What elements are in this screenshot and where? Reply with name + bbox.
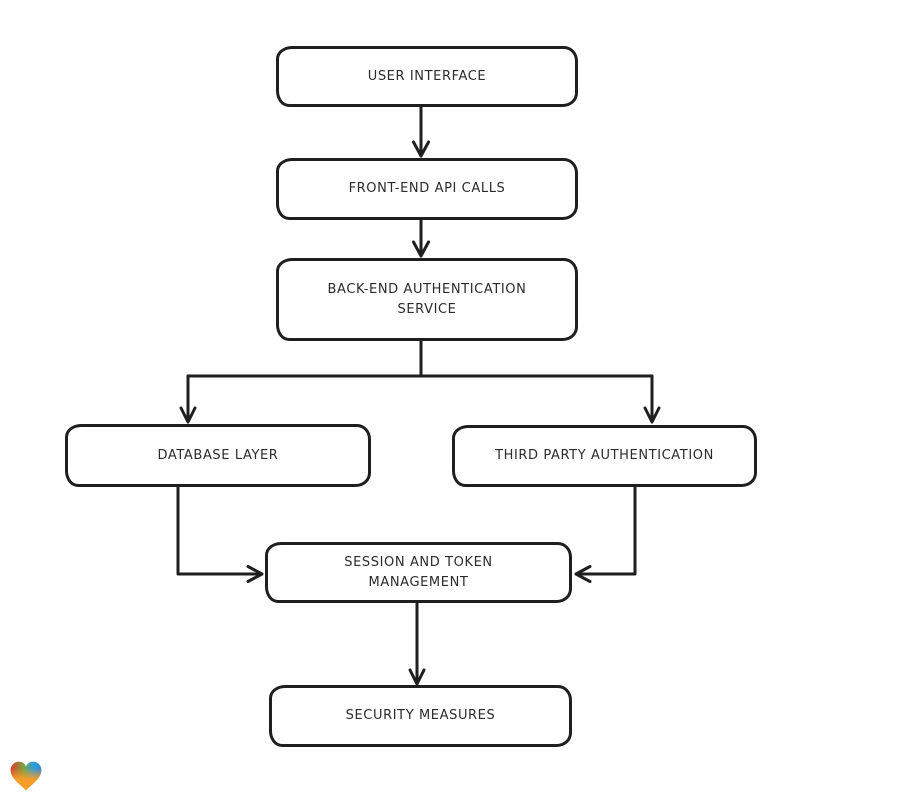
node-label: MANAGEMENT xyxy=(368,574,469,590)
edge-database-to-session xyxy=(176,485,264,583)
node-database-layer: DATABASE LAYER xyxy=(65,424,371,487)
node-label: THIRD PARTY AUTHENTICATION xyxy=(495,448,714,463)
node-security-measures: SECURITY MEASURES xyxy=(269,685,572,747)
node-label: SESSION AND TOKEN xyxy=(344,554,493,570)
edge-user-interface-to-front-end xyxy=(412,105,430,158)
edge-back-end-branch xyxy=(179,339,661,424)
node-front-end-api-calls: FRONT-END API CALLS xyxy=(276,158,578,220)
node-label: BACK-END AUTHENTICATION xyxy=(327,281,527,297)
node-back-end-authentication-service: BACK-END AUTHENTICATION SERVICE xyxy=(276,258,578,341)
node-label: DATABASE LAYER xyxy=(157,447,279,463)
node-label: SECURITY MEASURES xyxy=(345,708,496,723)
node-session-and-token-management: SESSION AND TOKEN MANAGEMENT xyxy=(265,542,572,603)
edge-third-party-to-session xyxy=(574,485,637,583)
node-label: USER INTERFACE xyxy=(367,68,487,84)
edge-session-to-security xyxy=(408,601,426,686)
node-third-party-authentication: THIRD PARTY AUTHENTICATION xyxy=(452,425,757,487)
node-user-interface: USER INTERFACE xyxy=(276,46,578,107)
heart-icon xyxy=(9,760,43,794)
edge-front-end-to-back-end xyxy=(412,218,430,258)
node-label: FRONT-END API CALLS xyxy=(348,181,506,196)
node-label: SERVICE xyxy=(397,301,457,317)
